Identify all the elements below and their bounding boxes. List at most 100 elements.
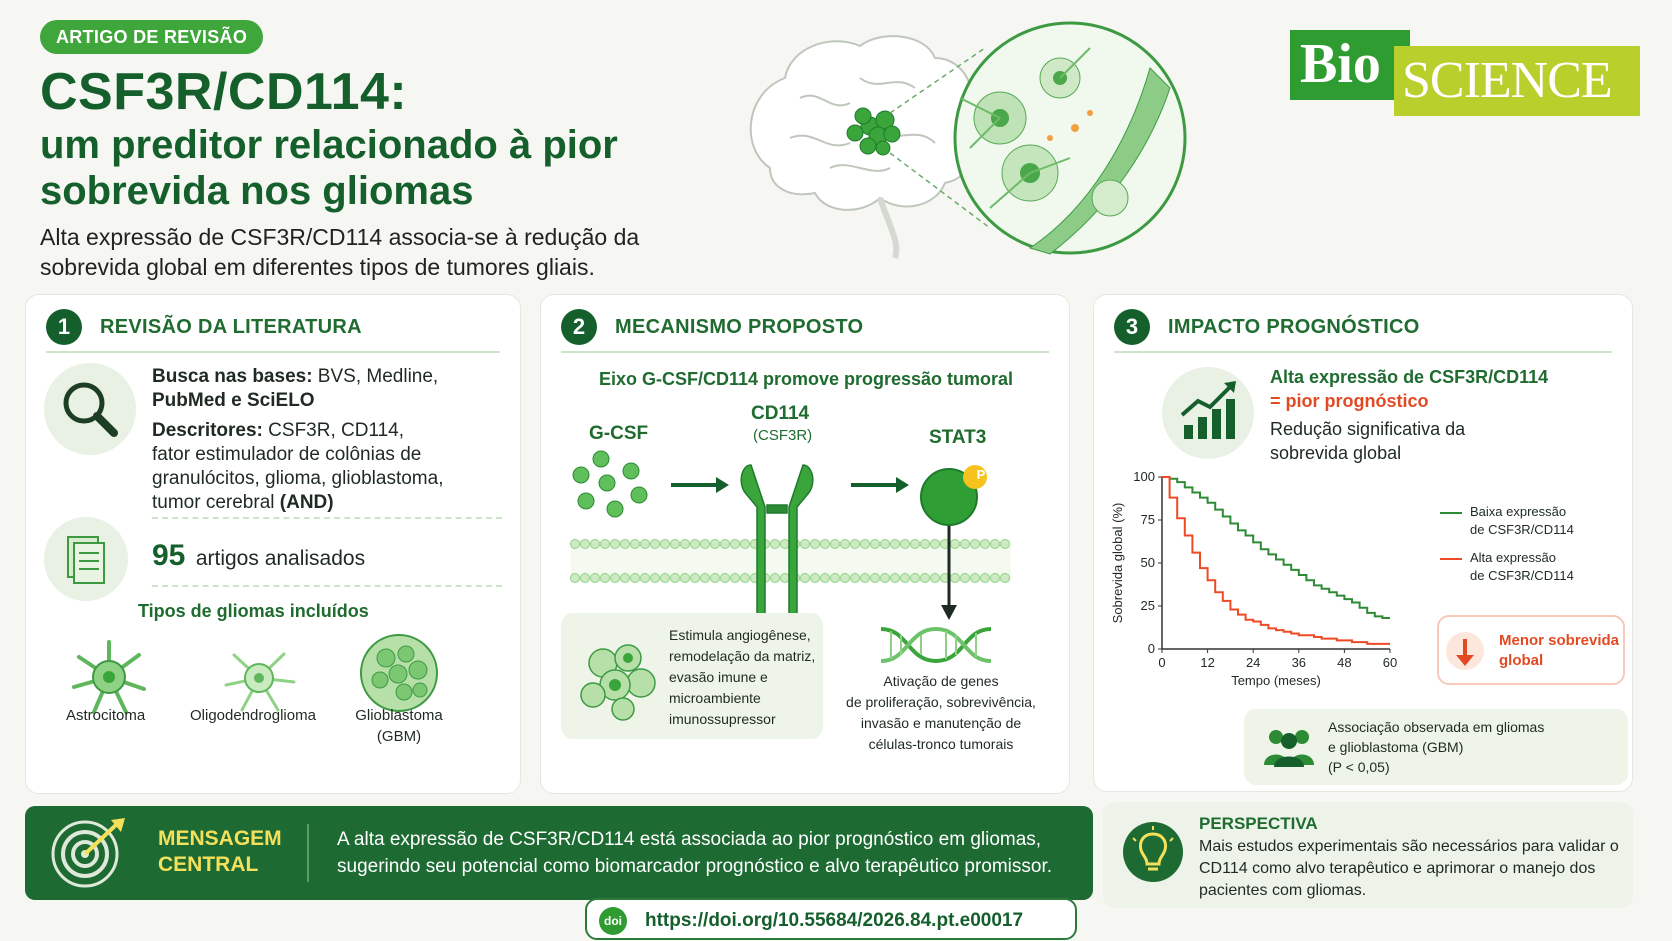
lipid-head <box>780 573 790 583</box>
lipid-head <box>970 539 980 549</box>
panel-header: 1 REVISÃO DA LITERATURA <box>46 309 500 353</box>
perspective-box: PERSPECTIVA Mais estudos experimentais s… <box>1103 802 1633 908</box>
divider <box>152 585 502 587</box>
y-tick-label: 25 <box>1141 598 1155 613</box>
lipid-head <box>680 573 690 583</box>
lipid-head <box>830 573 840 583</box>
y-tick-label: 100 <box>1133 469 1155 484</box>
less-survival-b: global <box>1499 652 1544 669</box>
less-survival-a: Menor sobrevida <box>1499 632 1620 649</box>
genes-line: invasão e manutenção de <box>860 715 1022 731</box>
lipid-head <box>980 573 990 583</box>
lipid-head <box>690 539 700 549</box>
legend-swatch <box>1440 512 1462 514</box>
descriptors-label: Descritores: <box>152 420 263 441</box>
lipid-head <box>890 539 900 549</box>
message-label-a: MENSAGEM <box>158 827 282 850</box>
reduction-b: sobrevida global <box>1270 443 1402 463</box>
lipid-head <box>770 539 780 549</box>
lipid-head <box>920 539 930 549</box>
lipid-head <box>930 573 940 583</box>
people-icon <box>1264 730 1314 767</box>
logo-bio-text: Bio <box>1290 30 1410 100</box>
lipid-head <box>930 539 940 549</box>
lipid-head <box>610 539 620 549</box>
lipid-head <box>810 539 820 549</box>
articles-count-row: 95 artigos analisados <box>152 539 365 573</box>
legend-label-line: de CSF3R/CD114 <box>1470 522 1574 537</box>
lipid-head <box>590 573 600 583</box>
bioscience-logo: Bio SCIENCE <box>1290 30 1640 118</box>
central-message-label: MENSAGEM CENTRAL <box>158 826 282 878</box>
doi-link[interactable]: doi https://doi.org/10.55684/2026.84.pt.… <box>585 898 1077 940</box>
panel-title: REVISÃO DA LITERATURA <box>100 316 362 338</box>
gcsf-molecules <box>572 450 648 518</box>
legend-label-line: de CSF3R/CD114 <box>1470 568 1574 583</box>
lipid-head <box>730 539 740 549</box>
lipid-head <box>900 539 910 549</box>
panel-header: 2 MECANISMO PROPOSTO <box>561 309 1049 353</box>
descriptors-b: fator estimulador de colônias de <box>152 444 422 465</box>
gcsf-label: G-CSF <box>589 423 649 444</box>
magnified-cells-view <box>953 21 1187 255</box>
central-message-banner: MENSAGEM CENTRAL A alta expressão de CSF… <box>25 806 1093 900</box>
assoc-line: e glioblastoma (GBM) <box>1328 739 1464 755</box>
lipid-head <box>850 573 860 583</box>
lipid-head <box>650 573 660 583</box>
lipid-head <box>990 573 1000 583</box>
lipid-head <box>910 573 920 583</box>
assoc-line: Associação observada em gliomas <box>1328 719 1545 735</box>
effects-box: Estimula angiogênese, remodelação da mat… <box>561 613 823 739</box>
lipid-head <box>570 573 580 583</box>
lipid-head <box>640 573 650 583</box>
y-tick-label: 50 <box>1141 555 1155 570</box>
perspective-title: PERSPECTIVA <box>1199 814 1318 833</box>
genes-line: Ativação de genes <box>883 673 999 689</box>
oligodendrocyte-icon <box>224 652 296 712</box>
growth-chart-icon-circle <box>1162 367 1254 459</box>
high-expression-label: Alta expressão de CSF3R/CD114 <box>1270 367 1549 387</box>
axis-title: Eixo G-CSF/CD114 promove progressão tumo… <box>598 369 1014 389</box>
x-tick-label: 12 <box>1200 655 1214 670</box>
lipid-head <box>640 539 650 549</box>
step-number: 3 <box>1114 309 1150 345</box>
lipid-head <box>870 539 880 549</box>
lipid-head <box>900 573 910 583</box>
lipid-head <box>730 573 740 583</box>
x-axis-label: Tempo (meses) <box>1231 673 1321 688</box>
lipid-head <box>710 573 720 583</box>
doi-url[interactable]: https://doi.org/10.55684/2026.84.pt.e000… <box>645 910 1024 931</box>
lipid-head <box>570 539 580 549</box>
lipid-head <box>840 539 850 549</box>
lipid-head <box>810 573 820 583</box>
articles-label: artigos analisados <box>195 547 366 570</box>
divider <box>152 517 502 519</box>
lipid-head <box>820 573 830 583</box>
lipid-head <box>860 539 870 549</box>
message-label-b: CENTRAL <box>158 853 259 876</box>
reduction-a: Redução significativa da <box>1270 419 1466 439</box>
logo-science-text: SCIENCE <box>1394 46 1640 116</box>
lipid-head <box>720 539 730 549</box>
lipid-head <box>950 539 960 549</box>
type-glioblastoma-abbr: (GBM) <box>376 728 422 745</box>
lipid-head <box>650 539 660 549</box>
lipid-head <box>870 573 880 583</box>
cell-cluster-icon <box>580 644 656 721</box>
less-survival-callout: Menor sobrevida global <box>1437 615 1625 685</box>
lipid-head <box>850 539 860 549</box>
lipid-head <box>830 539 840 549</box>
divider <box>307 824 309 882</box>
lipid-head <box>820 539 830 549</box>
panel-literature-review: 1 REVISÃO DA LITERATURA Busca nas bases:… <box>25 294 521 794</box>
lipid-head <box>960 539 970 549</box>
worse-prognosis-label: = pior prognóstico <box>1270 391 1429 411</box>
phospho-badge: P <box>976 467 986 482</box>
dna-icon <box>881 626 991 664</box>
doi-icon: doi <box>599 907 627 935</box>
